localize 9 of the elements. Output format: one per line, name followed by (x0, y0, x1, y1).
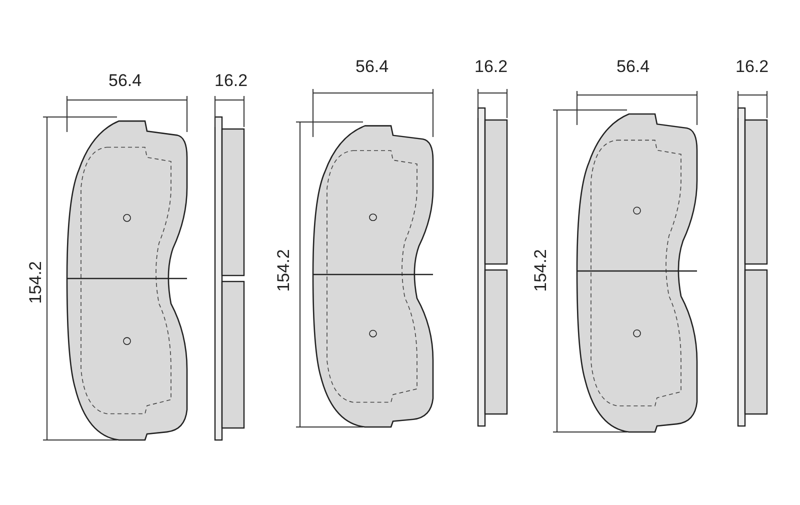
dimension-label: 154.2 (274, 248, 292, 292)
dimension-label: 154.2 (26, 260, 44, 304)
dimension-label: 16.2 (474, 58, 508, 74)
dimension-label: 16.2 (214, 72, 248, 88)
dimension-label: 154.2 (531, 248, 548, 292)
dimension-label: 56.4 (356, 58, 389, 74)
dimension-label: 56.4 (616, 58, 650, 74)
dimension-label: 56.4 (108, 72, 142, 88)
dimension-label: 16.2 (736, 58, 769, 74)
